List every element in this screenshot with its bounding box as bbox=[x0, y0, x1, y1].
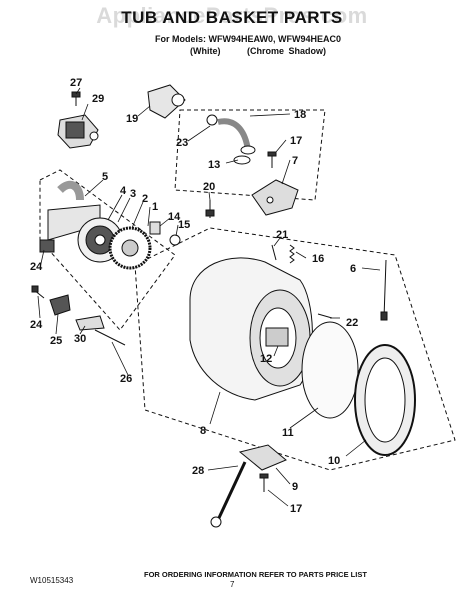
callout-3: 3 bbox=[130, 188, 136, 200]
callout-17-bottom: 17 bbox=[290, 503, 302, 515]
part-7-bracket bbox=[251, 179, 299, 216]
callout-11: 11 bbox=[282, 427, 294, 439]
part-21-bolt bbox=[271, 244, 277, 261]
callout-14: 14 bbox=[168, 211, 181, 223]
part-20-screw bbox=[205, 200, 215, 218]
callout-9: 9 bbox=[292, 481, 298, 493]
callout-24-upper: 24 bbox=[30, 261, 43, 273]
watermark: AppliancePartsPros.com bbox=[96, 3, 368, 28]
callout-6: 6 bbox=[350, 263, 356, 275]
page-title: TUB AND BASKET PARTS bbox=[121, 8, 343, 27]
group-box-tub bbox=[134, 227, 456, 471]
model-variants: (White) (Chrome Shadow) bbox=[190, 46, 348, 56]
callout-27: 27 bbox=[70, 77, 82, 89]
part-10-front-ring bbox=[354, 344, 416, 456]
variant-chrome: (Chrome Shadow) bbox=[247, 46, 327, 56]
part-30-clip bbox=[75, 315, 105, 331]
callout-20: 20 bbox=[203, 181, 215, 193]
callout-17-top: 17 bbox=[290, 135, 302, 147]
part-24-screw bbox=[31, 285, 45, 299]
callout-8: 8 bbox=[200, 425, 206, 437]
callout-28: 28 bbox=[192, 465, 204, 477]
callout-25: 25 bbox=[50, 335, 62, 347]
page-number: 7 bbox=[230, 580, 235, 589]
callout-labels: 27 29 19 18 23 17 13 7 5 4 3 2 1 14 15 2… bbox=[30, 77, 358, 515]
part-14-sensor bbox=[149, 221, 181, 246]
part-25-clip bbox=[49, 294, 71, 316]
part-28-damper bbox=[210, 461, 247, 528]
leader-lines bbox=[37, 87, 381, 507]
callout-15: 15 bbox=[178, 219, 190, 231]
callout-21: 21 bbox=[276, 229, 288, 241]
part-26-rod bbox=[94, 329, 126, 346]
part-6-rod bbox=[380, 259, 388, 321]
part-9-bracket bbox=[238, 444, 287, 471]
document-number: W10515343 bbox=[30, 576, 74, 585]
group-box-rear bbox=[39, 169, 176, 331]
part-11-disc bbox=[301, 321, 359, 419]
callout-22: 22 bbox=[346, 317, 358, 329]
callout-29: 29 bbox=[92, 93, 104, 105]
callout-10: 10 bbox=[328, 455, 340, 467]
part-5-hose bbox=[39, 180, 101, 253]
part-16-spring bbox=[289, 244, 295, 264]
callout-1: 1 bbox=[152, 201, 158, 213]
part-19-inlet bbox=[147, 84, 186, 119]
callout-12: 12 bbox=[260, 353, 272, 365]
part-27-screw bbox=[71, 91, 81, 106]
callout-24-lower: 24 bbox=[30, 319, 43, 331]
part-29-valve-bracket bbox=[57, 114, 99, 149]
ordering-info: FOR ORDERING INFORMATION REFER TO PARTS … bbox=[144, 570, 367, 579]
part-8-tub bbox=[189, 257, 313, 401]
variant-white: (White) bbox=[190, 46, 221, 56]
callout-23: 23 bbox=[176, 137, 188, 149]
part-17-screw-bottom bbox=[259, 473, 269, 492]
callout-26: 26 bbox=[120, 373, 132, 385]
callout-18: 18 bbox=[294, 109, 306, 121]
models-line: For Models: WFW94HEAW0, WFW94HEAC0 bbox=[155, 34, 342, 44]
part-17-screw-top bbox=[267, 151, 277, 168]
callout-16: 16 bbox=[312, 253, 324, 265]
callout-13: 13 bbox=[208, 159, 220, 171]
part-18-hose bbox=[206, 114, 256, 165]
callout-19: 19 bbox=[126, 113, 138, 125]
part-2-rotor bbox=[108, 226, 152, 270]
callout-30: 30 bbox=[74, 333, 86, 345]
callout-7: 7 bbox=[292, 155, 298, 167]
callout-2: 2 bbox=[142, 193, 148, 205]
group-box-hose bbox=[174, 109, 326, 201]
callout-5: 5 bbox=[102, 171, 108, 183]
callout-4: 4 bbox=[120, 185, 127, 197]
part-22-screw bbox=[317, 313, 333, 319]
